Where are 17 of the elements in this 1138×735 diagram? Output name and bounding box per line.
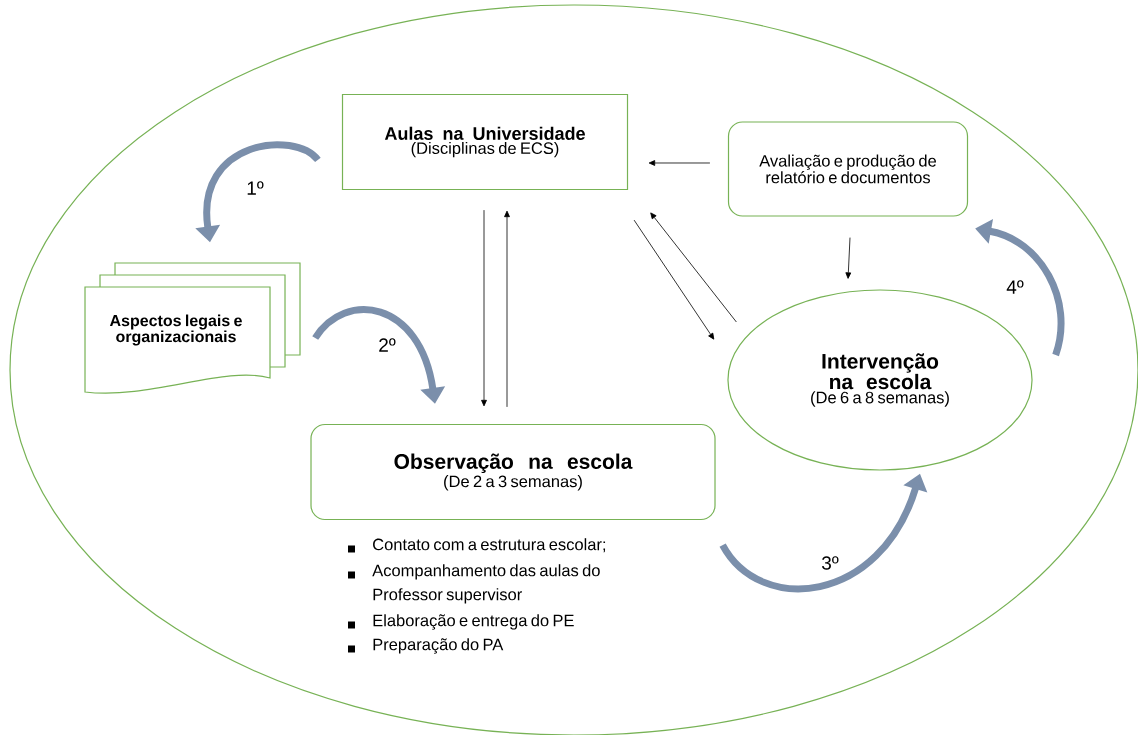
edge-label: 1º [245, 180, 265, 196]
process-box: Aulas na Universidade (Disciplinas de ECS) [341, 93, 629, 191]
arrow [648, 160, 711, 166]
edge-label: 2º [377, 337, 397, 353]
document-stack: Aspectos legais e organizacionais [84, 262, 301, 394]
edge-label: 3º [820, 555, 840, 571]
arrow [650, 212, 737, 323]
arrow [504, 210, 510, 408]
arrow [481, 209, 487, 407]
rounded-box: Avaliação e produção de relatório e documentos [727, 121, 969, 217]
rounded-box: Observação na escola (De 2 a 3 semanas) [310, 423, 716, 521]
bullet-item: Acompanhamento das aulas do Professor supervisor [348, 564, 600, 604]
bullet-item: Elaboração e entrega do PE [348, 614, 574, 630]
arrow [633, 219, 715, 340]
arrow [845, 237, 852, 279]
bullet-item: Preparação do PA [348, 638, 504, 654]
bullet-item: Contato com a estrutura escolar; [348, 538, 606, 553]
